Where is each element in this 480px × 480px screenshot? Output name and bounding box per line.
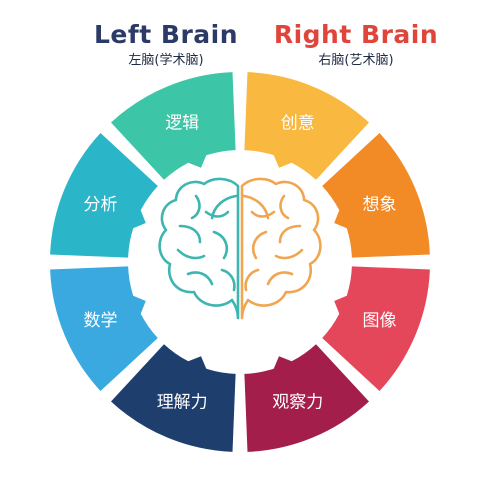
right-brain-header: Right Brain 右脑(艺术脑)	[256, 20, 456, 70]
segment-8	[111, 72, 236, 180]
segment-5	[111, 344, 236, 452]
segment-label-2: 想象	[363, 195, 397, 215]
segment-label-4: 观察力	[272, 393, 323, 413]
left-brain-subtitle: 左脑(学术脑)	[128, 53, 204, 68]
left-hemisphere-icon	[158, 177, 240, 320]
segment-6	[50, 266, 158, 391]
brain-icon	[158, 177, 322, 320]
left-brain-header: Left Brain 左脑(学术脑)	[66, 20, 266, 70]
segment-label-1: 创意	[281, 114, 315, 134]
segment-4	[244, 344, 369, 452]
segment-label-3: 图像	[363, 311, 397, 331]
segment-1	[244, 72, 369, 180]
right-brain-title: Right Brain	[273, 20, 439, 49]
segment-2	[322, 133, 430, 258]
segment-label-8: 逻辑	[165, 114, 199, 134]
right-hemisphere-icon	[240, 177, 322, 320]
segment-7	[50, 133, 158, 258]
segment-label-5: 理解力	[157, 393, 208, 413]
segment-label-7: 分析	[84, 195, 118, 215]
segment-label-6: 数学	[84, 311, 118, 331]
segment-3	[322, 266, 430, 391]
right-brain-subtitle: 右脑(艺术脑)	[318, 53, 394, 68]
left-brain-title: Left Brain	[93, 20, 239, 49]
